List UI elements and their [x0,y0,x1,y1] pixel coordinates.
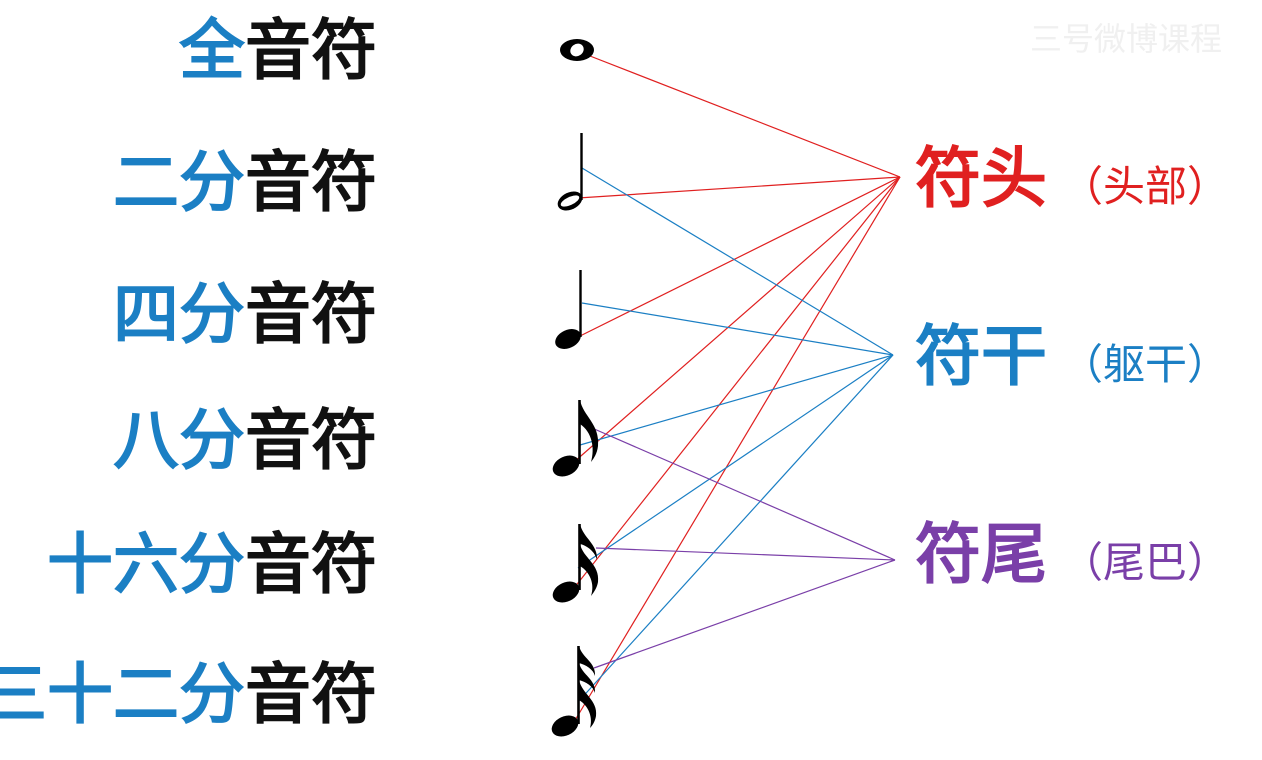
label-half-note: 二分音符 [113,150,377,216]
line-whole-head [589,55,901,178]
sixteenth-note-icon [552,524,599,603]
label-eighth-note: 八分音符 [113,408,377,474]
line-eighth-head [573,176,901,463]
part-stem: 符干（躯干） [915,324,1229,390]
line-eighth-stem [579,354,894,446]
label-prefix: 八分 [113,402,245,479]
flag-icon [579,680,597,728]
part-sub: （躯干） [1061,340,1230,389]
line-thirtysecond-flag [593,559,896,669]
line-quarter-stem [581,302,894,356]
flag-icon [580,524,598,560]
part-notehead: 符头（头部） [915,146,1229,212]
part-sub: （尾巴） [1061,538,1230,587]
quarter-note-icon [555,270,582,349]
label-whole-note: 全音符 [179,18,377,84]
part-main: 符干 [915,318,1047,395]
line-thirtysecond-head [573,176,901,723]
line-quarter-head [573,176,901,340]
line-half-head [577,176,901,199]
label-base: 音符 [245,656,377,733]
flag-connection-lines [591,427,896,669]
half-note-icon [557,133,583,211]
flag-icon [580,544,599,596]
line-half-stem [581,167,894,356]
label-prefix: 二分 [113,144,245,221]
whole-note-icon [560,39,594,61]
thirty-second-note-icon [551,646,597,737]
part-main: 符头 [915,140,1047,217]
line-sixteenth-stem [577,354,894,569]
label-base: 音符 [245,12,377,89]
label-sixteenth-note: 十六分音符 [47,532,377,598]
flag-icon [579,646,596,676]
label-prefix: 十六分 [47,526,245,603]
part-main: 符尾 [915,516,1047,593]
watermark: 三号微博课程 [1030,20,1223,58]
flag-icon [579,663,596,693]
part-flag: 符尾（尾巴） [915,522,1229,588]
part-sub: （头部） [1061,162,1230,211]
eighth-note-icon [552,400,599,477]
stem-connection-lines [577,167,894,703]
label-thirty-second-note: 三十二分音符 [0,662,377,728]
line-thirtysecond-stem [577,354,894,703]
head-connection-lines [573,55,901,723]
label-base: 音符 [245,276,377,353]
label-base: 音符 [245,526,377,603]
label-prefix: 全 [179,12,245,89]
label-quarter-note: 四分音符 [113,282,377,348]
label-prefix: 四分 [113,276,245,353]
label-prefix: 三十二分 [0,656,245,733]
label-base: 音符 [245,144,377,221]
line-eighth-flag [591,427,896,561]
line-sixteenth-head [573,176,901,589]
label-base: 音符 [245,402,377,479]
line-sixteenth-flag [595,547,896,561]
flag-icon [580,400,599,462]
